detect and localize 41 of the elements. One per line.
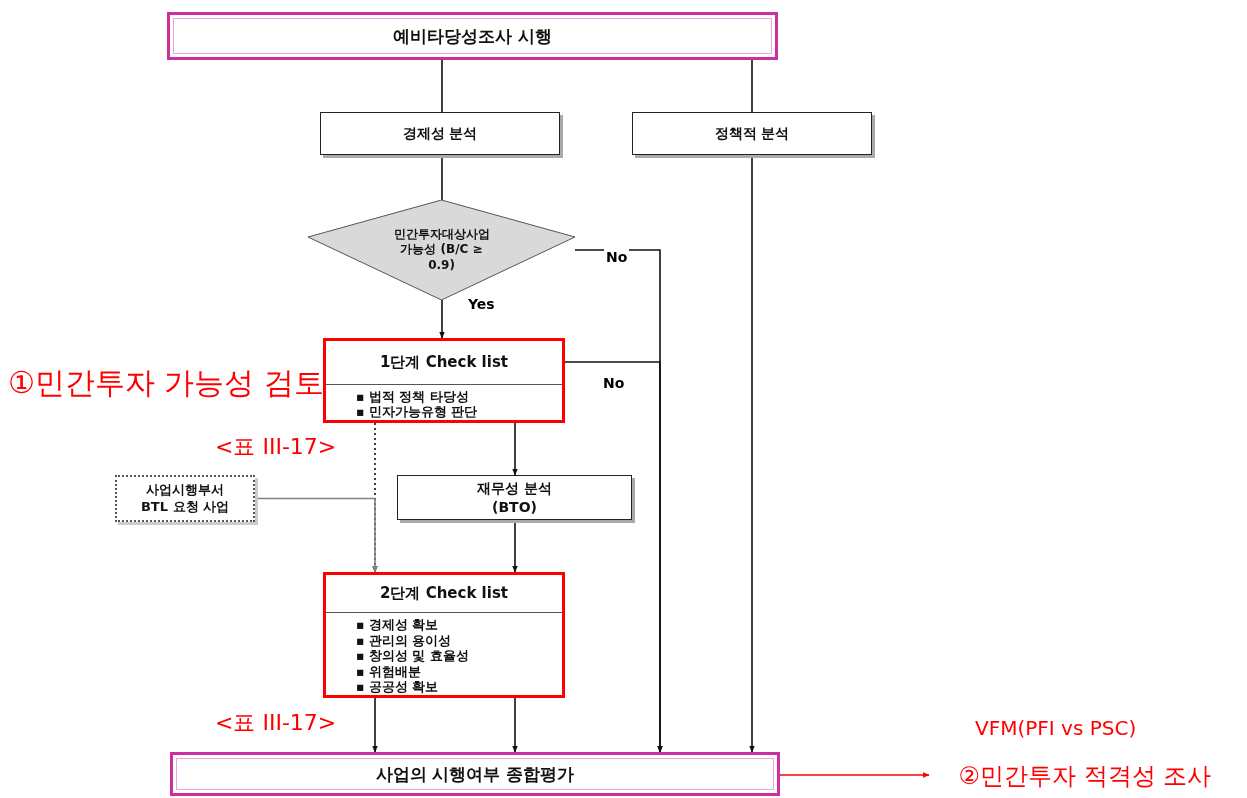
edge-label: No — [604, 249, 630, 265]
connector-line — [751, 59, 753, 113]
node-text: 예비타당성조사 시행 — [393, 24, 552, 48]
checklist-title: 1단계 Check list — [380, 352, 508, 373]
checklist-item: ▪ 창의성 및 효율성 — [356, 648, 469, 664]
process-box — [632, 112, 872, 155]
input-box — [115, 475, 255, 522]
node-text: 사업시행부서 BTL 요청 사업 — [139, 481, 231, 516]
annotation-text: <표 III-17> — [215, 709, 337, 737]
arrow — [372, 697, 378, 753]
edge-label: Yes — [466, 296, 497, 312]
node-text: 사업의 시행여부 종합평가 — [375, 762, 575, 786]
process-box — [397, 475, 632, 520]
node-text: 경제성 분석 — [402, 124, 478, 143]
annotation-text: ①민간투자 가능성 검토 — [8, 364, 324, 402]
arrow — [779, 772, 930, 778]
annotation-text: ②민간투자 적격성 조사 — [958, 761, 1212, 793]
edge-label: No — [601, 375, 627, 391]
arrow — [512, 697, 518, 753]
node-text: 민간투자대상사업 가능성 (B/C ≥ 0.9) — [392, 226, 491, 274]
checklist-title: 2단계 Check list — [380, 583, 508, 604]
arrow — [512, 422, 518, 476]
arrow — [439, 299, 445, 339]
process-box — [320, 112, 560, 155]
process-box — [170, 752, 780, 796]
decision-diamond — [308, 200, 575, 300]
arrow — [564, 361, 663, 753]
checklist-item: ▪ 법적 정책 타당성 — [356, 388, 469, 405]
checklist-item: ▪ 공공성 확보 — [356, 679, 439, 695]
annotation-text: VFM(PFI vs PSC) — [975, 716, 1137, 740]
checklist-item: ▪ 위험배분 — [356, 663, 421, 680]
checklist-item: ▪ 경제성 확보 — [356, 616, 439, 633]
connector-line — [441, 59, 443, 113]
node-text: 재무성 분석 (BTO) — [476, 479, 553, 516]
checklist-box — [323, 338, 565, 423]
process-box — [167, 12, 778, 60]
checklist-item: ▪ 민자가능유형 판단 — [356, 404, 478, 420]
checklist-box — [323, 572, 565, 698]
checklist-item: ▪ 관리의 용이성 — [356, 632, 452, 649]
node-text: 정책적 분석 — [714, 124, 790, 143]
annotation-text: <표 III-17> — [215, 433, 337, 461]
